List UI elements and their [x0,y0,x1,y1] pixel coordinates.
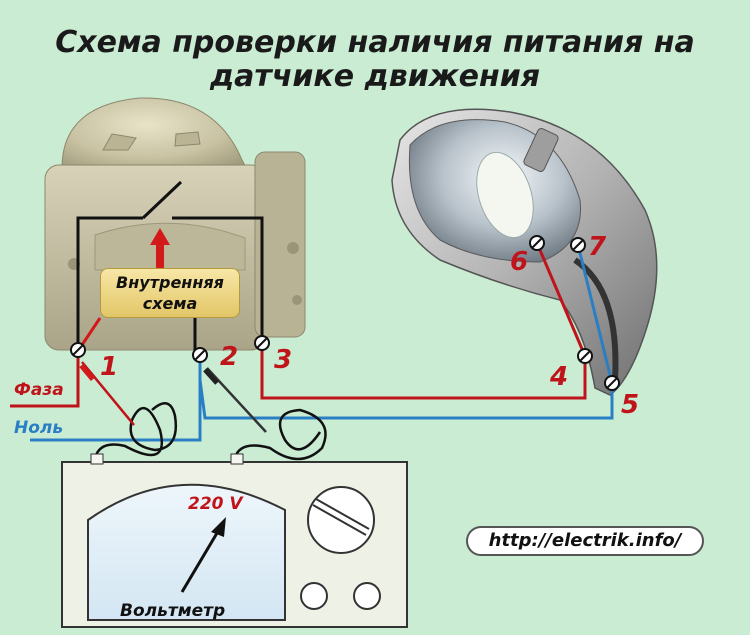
terminal-label-5: 5 [621,390,640,420]
meter-needle [180,527,222,593]
terminal-label-4: 4 [550,362,569,392]
terminal-label-3: 3 [274,345,293,375]
neutral-wire [30,244,614,442]
meter-jack-left [300,582,328,610]
signal-arrow-icon [150,228,170,268]
voltmeter-probe-leads [81,361,327,461]
inner-circuit-label-2: схема [142,294,198,313]
inner-circuit-box: Внутренняя схема [100,268,240,318]
phase-wire [10,242,587,408]
terminal-label-6: 6 [510,247,529,277]
probe-tip-black [203,368,219,385]
meter-jack-right [353,582,381,610]
terminal-screws [70,235,620,391]
neutral-wire-label: Ноль [14,418,64,438]
street-lamp-device [391,108,658,396]
source-watermark: http://electrik.info/ [466,526,704,556]
internal-wiring [76,180,264,355]
inner-to-terminal-1-wire [80,317,102,346]
terminal-label-1: 1 [100,352,119,382]
diagram-title-line-1: Схема проверки наличия питания на [55,25,695,60]
terminal-label-7: 7 [588,232,607,262]
diagram-title-line-2: датчике движения [209,59,541,94]
voltmeter-device [61,453,408,628]
voltmeter-reading: 220 V [188,494,243,514]
meter-needle-arrow-icon [211,517,226,537]
phase-wire-label: Фаза [14,380,64,400]
inner-circuit-label-1: Внутренняя [116,273,224,292]
voltmeter-label: Вольтметр [120,601,226,621]
probe-tip-red [79,363,95,381]
terminal-label-2: 2 [220,342,239,372]
